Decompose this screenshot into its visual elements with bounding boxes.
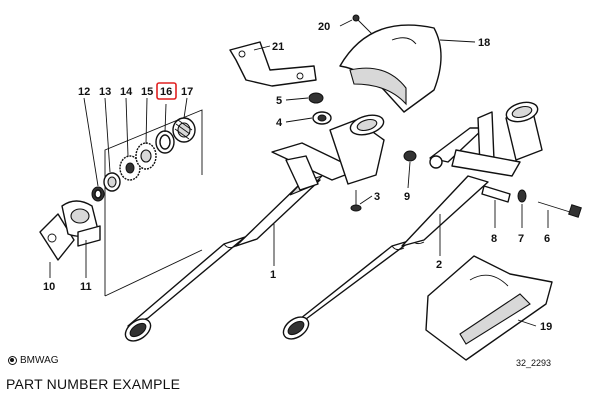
highlight-box-16 xyxy=(156,82,177,100)
steering-column-lower-left xyxy=(124,114,385,342)
label-5: 5 xyxy=(276,95,282,107)
steering-column-right xyxy=(282,101,543,340)
part-labels: 12 13 14 15 16 17 10 11 1 2 3 4 5 20 21 … xyxy=(43,21,552,333)
label-11: 11 xyxy=(80,281,92,293)
label-18: 18 xyxy=(478,37,490,49)
label-10: 10 xyxy=(43,281,55,293)
label-12: 12 xyxy=(78,86,90,98)
label-17: 17 xyxy=(181,86,193,98)
brand-mark: BMWAG xyxy=(8,355,59,366)
upper-cover-parts xyxy=(229,14,442,125)
label-1: 1 xyxy=(270,269,276,281)
bolt-parts-group xyxy=(403,150,582,218)
label-2: 2 xyxy=(436,259,442,271)
label-13: 13 xyxy=(99,86,111,98)
lower-cover xyxy=(425,255,553,361)
label-4: 4 xyxy=(276,117,283,129)
bearing-parts-group xyxy=(39,117,196,261)
assembly-boundary-lines xyxy=(104,109,203,297)
label-20: 20 xyxy=(318,21,330,33)
label-3: 3 xyxy=(374,191,380,203)
label-15: 15 xyxy=(141,86,153,98)
label-8: 8 xyxy=(491,233,497,245)
label-16: 16 xyxy=(160,86,172,98)
leader-lines xyxy=(49,19,549,327)
diagram-code: 32_2293 xyxy=(516,358,552,368)
label-14: 14 xyxy=(120,86,133,98)
label-7: 7 xyxy=(518,233,524,245)
label-6: 6 xyxy=(544,233,550,245)
bmw-roundel-icon xyxy=(8,356,17,365)
caption: PART NUMBER EXAMPLE xyxy=(6,376,181,392)
label-21: 21 xyxy=(272,41,284,53)
brand-text: BMWAG xyxy=(20,355,59,366)
label-19: 19 xyxy=(540,321,552,333)
label-9: 9 xyxy=(404,191,410,203)
